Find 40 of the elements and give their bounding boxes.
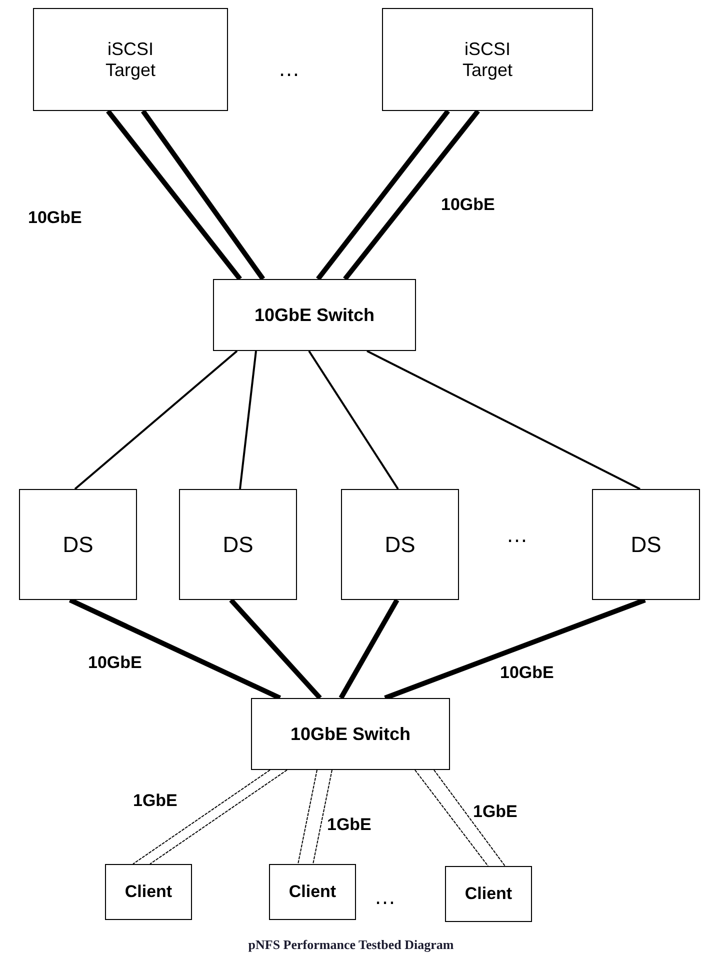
ellipsis: …: [374, 883, 398, 911]
target-box: iSCSI Target: [33, 8, 228, 111]
switch-box: 10GbE Switch: [251, 698, 450, 770]
link-speed-label: 10GbE: [500, 662, 554, 684]
client-box: Client: [105, 864, 192, 920]
ellipsis: …: [278, 55, 302, 83]
link-speed-label: 10GbE: [441, 194, 495, 216]
server-box: DS: [341, 489, 459, 600]
link-speed-label: 10GbE: [28, 207, 82, 229]
network-link: [312, 770, 332, 864]
network-link: [308, 350, 399, 490]
link-speed-label: 10GbE: [88, 652, 142, 674]
server-box: DS: [179, 489, 297, 600]
network-link: [298, 770, 318, 864]
network-link: [384, 598, 646, 700]
network-link: [414, 770, 488, 866]
switch-box: 10GbE Switch: [213, 279, 416, 351]
network-link: [68, 598, 282, 700]
server-box: DS: [592, 489, 700, 600]
server-box: DS: [19, 489, 137, 600]
ellipsis: …: [506, 521, 530, 549]
network-link: [366, 350, 640, 490]
client-box: Client: [269, 864, 356, 920]
link-speed-label: 1GbE: [473, 801, 518, 823]
network-link: [229, 598, 322, 700]
network-link: [106, 109, 242, 281]
client-box: Client: [445, 866, 532, 922]
network-link: [150, 770, 288, 864]
target-box: iSCSI Target: [382, 8, 593, 111]
network-link: [132, 770, 270, 864]
network-link: [338, 598, 400, 700]
network-link: [239, 350, 257, 490]
network-link: [74, 350, 238, 490]
caption: pNFS Performance Testbed Diagram: [247, 936, 455, 954]
network-link: [434, 770, 506, 866]
network-link: [316, 109, 450, 281]
network-link: [343, 109, 480, 281]
link-speed-label: 1GbE: [327, 814, 372, 836]
link-speed-label: 1GbE: [133, 790, 178, 812]
network-link: [140, 110, 266, 280]
